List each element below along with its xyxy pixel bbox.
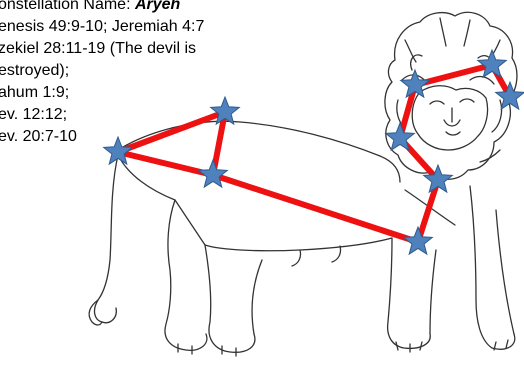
constellation-name: Aryeh <box>134 0 181 13</box>
reference-line-destroyed: estroyed); <box>0 62 70 79</box>
star-icon <box>198 159 228 188</box>
lion-face <box>411 85 489 151</box>
reference-line-nahum: ahum 1:9; <box>0 84 70 101</box>
lion-drawing <box>88 11 518 357</box>
star-icon <box>477 49 507 78</box>
constellation-name-prefix: onstellation Name: <box>0 0 135 13</box>
constellation-lines <box>115 62 513 245</box>
line-back-lower-to-belly <box>210 172 421 245</box>
reference-line-rev-12: ev. 12:12; <box>0 106 68 123</box>
lion-mane <box>384 11 518 180</box>
reference-line-genesis: enesis 49:9-10; Jeremiah 4:7 <box>0 18 205 35</box>
line-tail-to-back-upper <box>115 109 228 155</box>
constellation-stars <box>103 49 524 255</box>
lion-body <box>117 120 401 183</box>
constellation-name-line: onstellation Name: Aryeh <box>0 0 180 15</box>
star-icon <box>403 226 433 255</box>
lion-tail <box>93 154 119 323</box>
reference-line-ezekiel: zekiel 28:11-19 (The devil is <box>0 40 197 57</box>
reference-line-rev-20: ev. 20:7-10 <box>0 128 77 145</box>
line-belly-to-chest <box>415 177 441 245</box>
line-tail-to-back-lower <box>115 149 216 178</box>
star-icon <box>103 136 133 165</box>
